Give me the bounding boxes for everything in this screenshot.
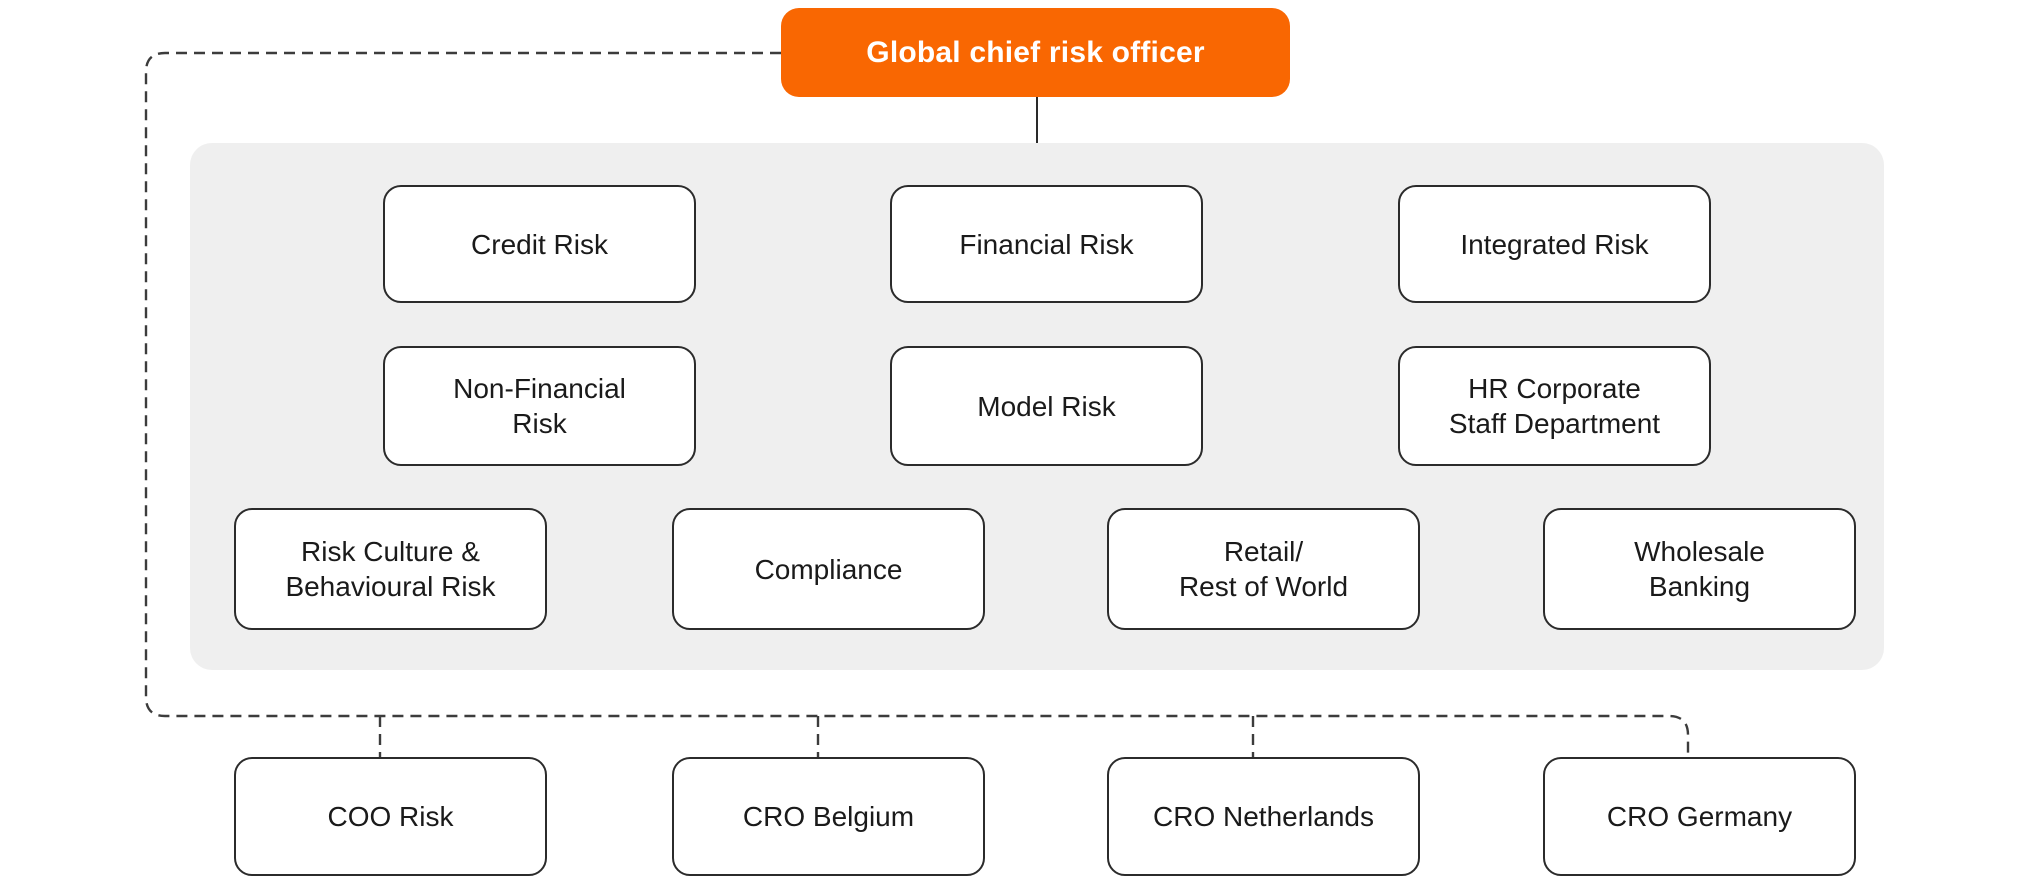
node-risk-culture-behavioural-risk: Risk Culture & Behavioural Risk [234, 508, 547, 630]
node-credit-risk: Credit Risk [383, 185, 696, 303]
node-non-financial-risk: Non-Financial Risk [383, 346, 696, 466]
node-retail-rest-of-world: Retail/ Rest of World [1107, 508, 1420, 630]
node-coo-risk: COO Risk [234, 757, 547, 876]
node-cro-belgium: CRO Belgium [672, 757, 985, 876]
node-model-risk: Model Risk [890, 346, 1203, 466]
node-global-chief-risk-officer: Global chief risk officer [781, 8, 1290, 97]
node-wholesale-banking: Wholesale Banking [1543, 508, 1856, 630]
node-hr-corporate-staff-department: HR Corporate Staff Department [1398, 346, 1711, 466]
node-integrated-risk: Integrated Risk [1398, 185, 1711, 303]
node-cro-germany: CRO Germany [1543, 757, 1856, 876]
node-cro-netherlands: CRO Netherlands [1107, 757, 1420, 876]
node-compliance: Compliance [672, 508, 985, 630]
node-financial-risk: Financial Risk [890, 185, 1203, 303]
